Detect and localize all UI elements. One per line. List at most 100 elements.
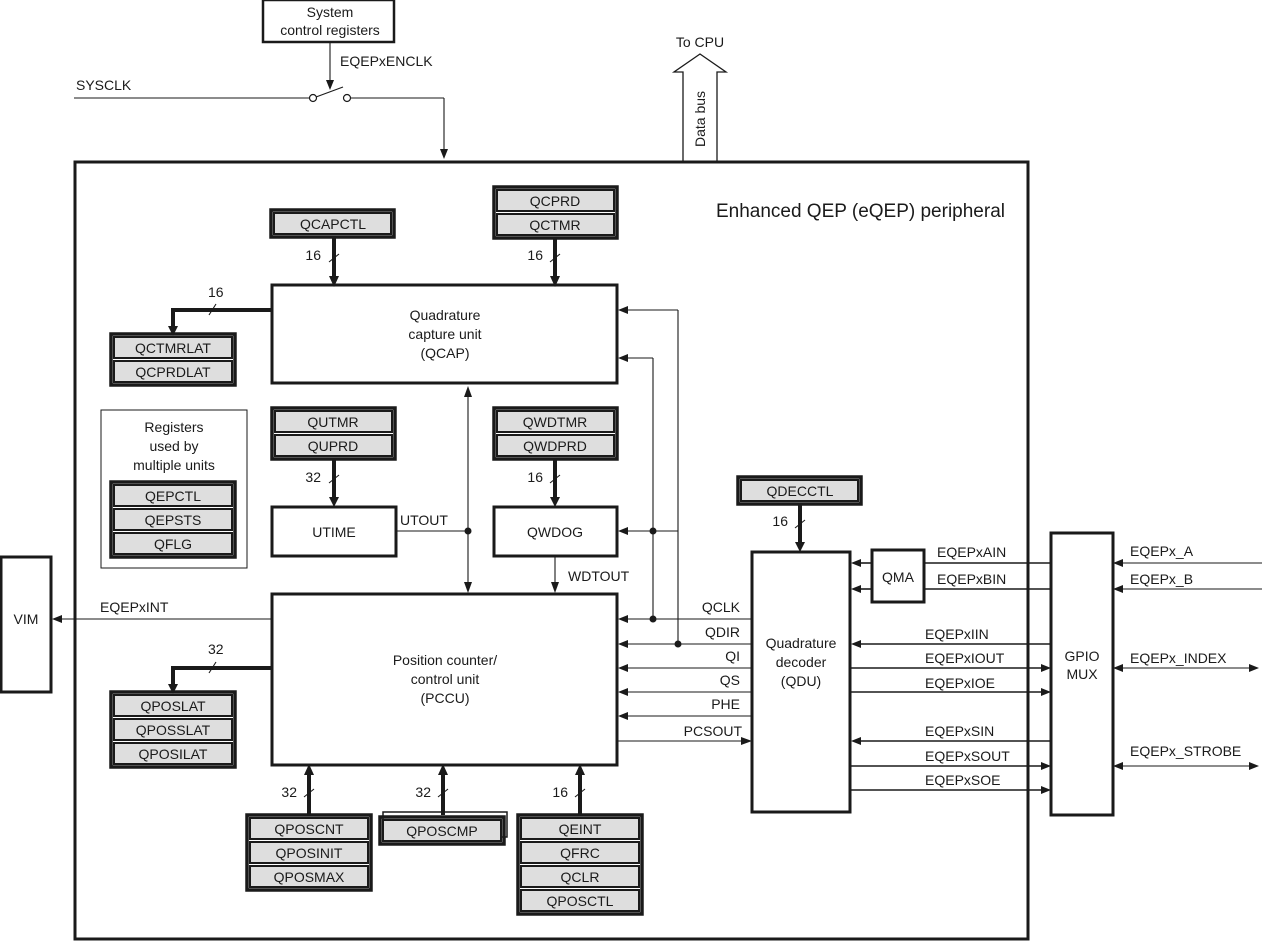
to-cpu-label: To CPU [676,34,724,50]
qclk-junction-qwdog [649,527,657,535]
qeint-width: 16 [552,784,568,800]
gpio-mux-block [1049,531,1115,817]
pccu-block [270,592,619,767]
vim-block [0,555,53,694]
qcap-line2: capture unit [408,326,481,342]
qposmax-label: QPOSMAX [274,869,345,885]
shared-caption-3: multiple units [133,457,215,473]
qwdtmr-label: QWDTMR [523,414,588,430]
shared-caption-2: used by [149,438,198,454]
utime-label: UTIME [312,524,356,540]
qctmrlat-label: QCTMRLAT [135,340,211,356]
qdu-block [750,550,852,814]
data-bus-label: Data bus [692,91,708,147]
qdecctl-width: 16 [772,513,788,529]
qctmr-label: QCTMR [529,217,580,233]
enclk-switch [315,86,344,98]
qwdtmr-width: 16 [527,469,543,485]
qposinit-label: QPOSINIT [276,845,343,861]
eqepx-a-label: EQEPx_A [1130,543,1194,559]
qwdprd-label: QWDPRD [523,438,587,454]
qposcmp-width: 32 [415,784,431,800]
qclk-label: QCLK [702,599,741,615]
qwdtmr-register-group: QWDTMR QWDPRD [492,406,619,461]
qfrc-label: QFRC [560,845,600,861]
qutmr-label: QUTMR [307,414,358,430]
qcprdlat-label: QCPRDLAT [135,364,211,380]
qeint-register-group: QEINT QFRC QCLR QPOSCTL [516,813,644,916]
qposcmp-label: QPOSCMP [406,823,478,839]
qposilat-label: QPOSILAT [139,746,208,762]
qcap-line1: Quadrature [410,307,481,323]
qdir-label: QDIR [705,624,740,640]
qcapctl-register: QCAPCTL [269,208,396,239]
eqepxsoe-label: EQEPxSOE [925,772,1000,788]
pcsout-label: PCSOUT [684,723,743,739]
shared-register-group: QEPCTL QEPSTS QFLG [109,480,237,559]
eqepxioe-label: EQEPxIOE [925,675,995,691]
eqepxain-label: EQEPxAIN [937,544,1006,560]
qcapctl-width: 16 [305,247,321,263]
wdtout-label: WDTOUT [568,568,630,584]
eqepx-b-label: EQEPx_B [1130,571,1193,587]
phe-label: PHE [711,696,740,712]
eqepxiout-label: EQEPxIOUT [925,650,1005,666]
qflg-label: QFLG [154,536,192,552]
gpio-line1: GPIO [1064,648,1099,664]
qposcnt-width: 32 [281,784,297,800]
qctmrlat-register-group: QCTMRLAT QCPRDLAT [109,332,237,387]
qcprd-width: 16 [527,247,543,263]
qposctl-label: QPOSCTL [547,893,614,909]
utime-block [270,505,398,558]
eqepxint-label: EQEPxINT [100,599,169,615]
pccu-line3: (PCCU) [421,690,470,706]
qposslat-label: QPOSSLAT [136,722,211,738]
qs-label: QS [720,672,740,688]
qepsts-label: QEPSTS [145,512,202,528]
eqepx-index-label: EQEPx_INDEX [1130,650,1227,666]
qposlat-label: QPOSLAT [140,698,206,714]
qma-block [870,548,926,604]
qwdog-label: QWDOG [527,524,583,540]
qdecctl-register: QDECCTL [736,475,863,506]
vim-label: VIM [14,611,39,627]
eqepxiin-label: EQEPxIIN [925,626,989,642]
eqepxbin-label: EQEPxBIN [937,571,1006,587]
qutmr-width: 32 [305,469,321,485]
switch-contact-right [342,93,352,103]
qdu-line1: Quadrature [766,635,837,651]
qcap-line3: (QCAP) [421,345,470,361]
qcprd-label: QCPRD [530,193,581,209]
eqep-peripheral-frame [73,160,1030,941]
qeint-label: QEINT [559,821,602,837]
pccu-line2: control unit [411,671,480,687]
qcapctl-label: QCAPCTL [300,216,366,232]
eqepxsin-label: EQEPxSIN [925,723,994,739]
qma-label: QMA [882,569,915,585]
qdecctl-label: QDECCTL [767,483,834,499]
qwdog-block [492,505,619,558]
qposcmp-register: QPOSCMP [378,811,508,846]
qi-label: QI [725,648,740,664]
sys-ctrl-line2: control registers [280,22,380,38]
sys-ctrl-line1: System [307,4,354,20]
qdu-line2: decoder [776,654,827,670]
quprd-label: QUPRD [308,438,359,454]
system-control-registers-box [261,0,396,44]
eqepxsout-label: EQEPxSOUT [925,748,1010,764]
sysclk-label: SYSCLK [76,77,132,93]
gpio-line2: MUX [1066,666,1098,682]
qctmrlat-width: 16 [208,284,224,300]
qposcnt-register-group: QPOSCNT QPOSINIT QPOSMAX [245,813,373,892]
switch-contact-left [308,93,318,103]
qcap-block [270,283,619,385]
qposcnt-label: QPOSCNT [274,821,344,837]
qcprd-register-group: QCPRD QCTMR [492,185,619,240]
eqepx-strobe-label: EQEPx_STROBE [1130,743,1241,759]
peripheral-title: Enhanced QEP (eQEP) peripheral [716,201,1005,222]
qdu-line3: (QDU) [781,673,821,689]
qposlat-width: 32 [208,641,224,657]
utout-label: UTOUT [400,512,448,528]
data-bus-arrow [671,53,729,163]
